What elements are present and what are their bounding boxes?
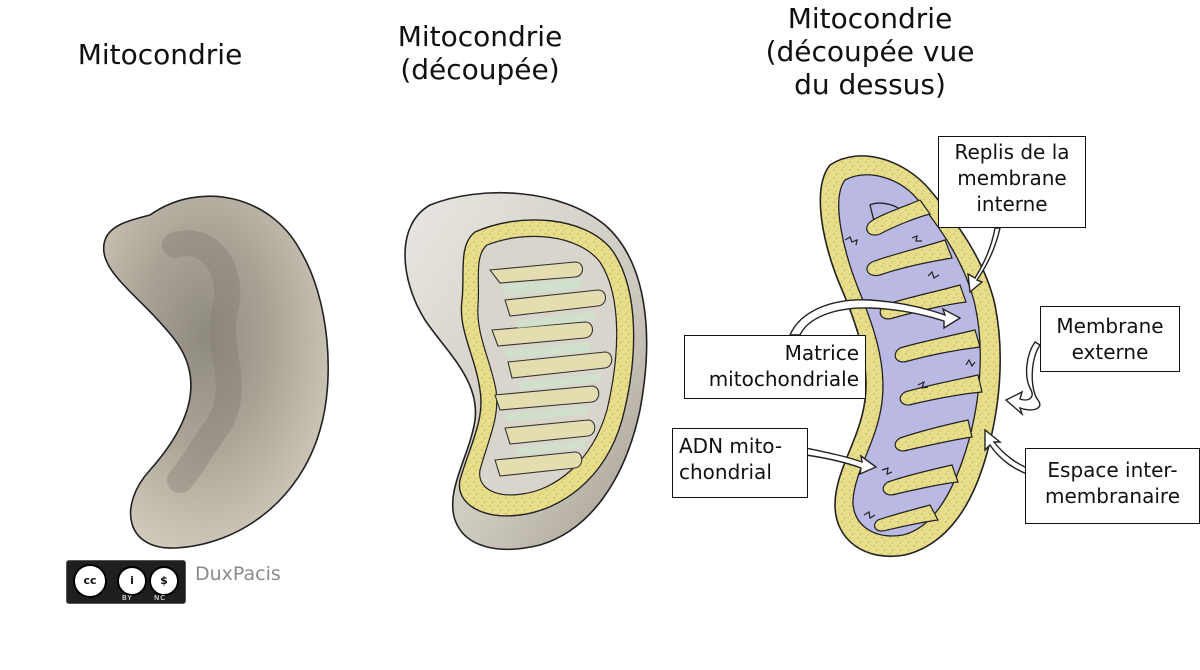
label-line: externe bbox=[1071, 340, 1149, 364]
title-whole-mitochondria: Mitocondrie bbox=[60, 38, 260, 71]
top-view-mitochondria bbox=[819, 155, 1001, 558]
label-mitochondrial-dna: ADN mito- chondrial bbox=[672, 428, 808, 498]
title-line: (découpée vue bbox=[765, 35, 975, 68]
label-line: Espace inter- bbox=[1047, 458, 1178, 482]
label-line: membrane bbox=[957, 166, 1067, 190]
label-line: interne bbox=[976, 192, 1048, 216]
label-line: membranaire bbox=[1044, 484, 1181, 508]
nc-text: NC bbox=[154, 594, 167, 602]
author-credit: DuxPacis bbox=[195, 563, 281, 585]
cut-mitochondria bbox=[404, 192, 648, 551]
cc-icon: cc bbox=[73, 564, 107, 598]
title-top-view-mitochondria: Mitocondrie (découpée vue du dessus) bbox=[740, 2, 1000, 101]
label-line: Replis de la bbox=[954, 140, 1070, 164]
label-line: Membrane bbox=[1056, 314, 1164, 338]
label-line: ADN mito- bbox=[679, 434, 783, 458]
title-line: (découpée) bbox=[400, 53, 560, 86]
title-line: Mitocondrie bbox=[787, 2, 953, 35]
attribution-icon: i bbox=[117, 566, 147, 596]
title-line: Mitocondrie bbox=[397, 20, 563, 53]
title-line: du dessus) bbox=[794, 68, 946, 101]
label-outer-membrane: Membrane externe bbox=[1040, 306, 1180, 372]
label-line: Matrice bbox=[784, 341, 859, 365]
label-arrows bbox=[788, 227, 1041, 476]
label-line: chondrial bbox=[679, 460, 772, 484]
noncommercial-icon: $ bbox=[149, 566, 179, 596]
label-inner-membrane-folds: Replis de la membrane interne bbox=[938, 136, 1086, 228]
by-text: BY bbox=[122, 594, 133, 602]
title-line: Mitocondrie bbox=[77, 38, 243, 71]
label-mitochondrial-matrix: Matrice mitochondriale bbox=[684, 335, 866, 399]
label-line: mitochondriale bbox=[708, 367, 859, 391]
whole-mitochondria bbox=[102, 195, 329, 549]
title-cut-mitochondria: Mitocondrie (découpée) bbox=[370, 20, 590, 86]
label-intermembrane-space: Espace inter- membranaire bbox=[1025, 448, 1200, 524]
cc-license-badge[interactable]: cc i $ BY NC bbox=[66, 560, 186, 604]
